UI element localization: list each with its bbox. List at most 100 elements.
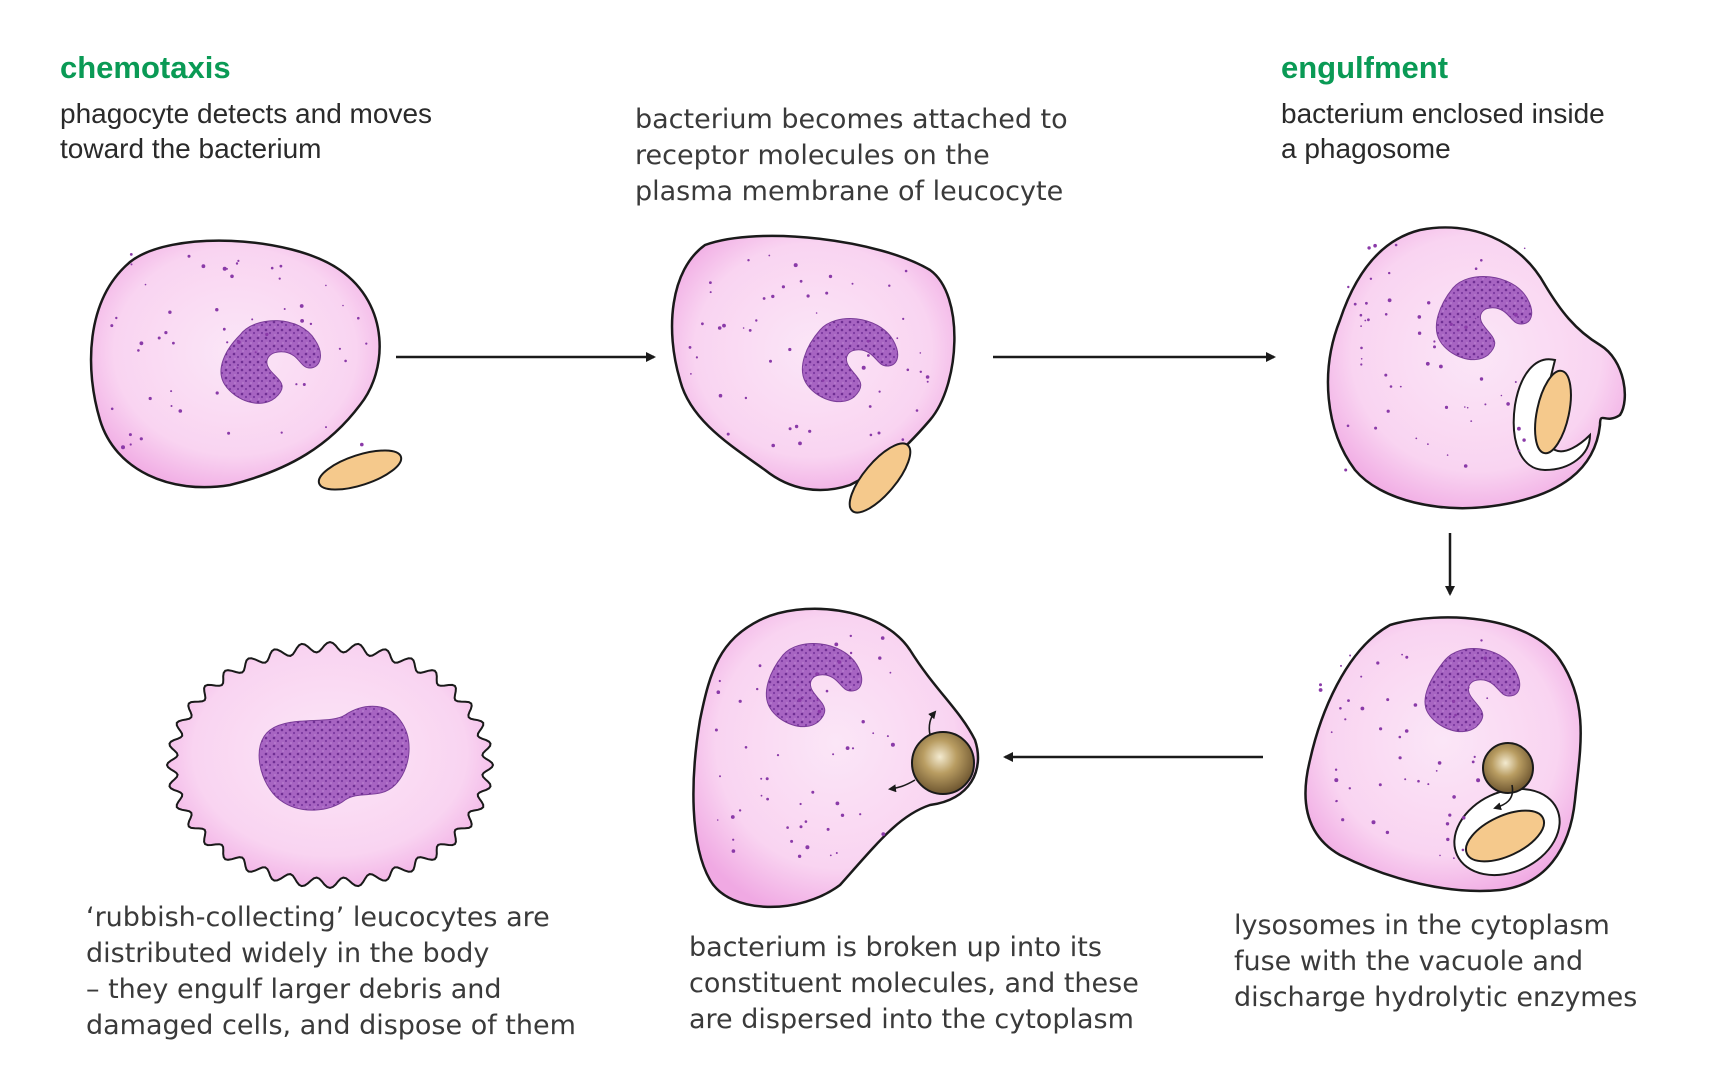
nucleus xyxy=(1435,276,1533,361)
granule xyxy=(1474,267,1478,271)
granule xyxy=(139,437,143,441)
granule xyxy=(825,689,829,693)
granule xyxy=(1344,718,1347,721)
bacterium xyxy=(1465,809,1545,863)
granule xyxy=(110,324,114,328)
granule xyxy=(279,264,283,268)
nucleus xyxy=(258,705,410,811)
granule xyxy=(237,259,240,262)
granule xyxy=(129,253,133,256)
granule xyxy=(1475,675,1478,678)
granule xyxy=(1344,468,1348,472)
granule xyxy=(110,407,114,411)
granule xyxy=(1480,639,1483,642)
digested-bacterium xyxy=(911,731,975,795)
granule xyxy=(1353,302,1357,306)
heading-engulfment: engulfment xyxy=(1281,50,1449,85)
granule xyxy=(861,365,866,370)
granule xyxy=(1404,778,1407,781)
granule xyxy=(808,429,812,433)
granule xyxy=(1453,857,1455,859)
granule xyxy=(1484,403,1487,406)
granule xyxy=(254,351,257,354)
granule xyxy=(1437,761,1442,765)
granule xyxy=(1470,420,1473,422)
phagocyte-engulfment xyxy=(1326,226,1627,510)
enzyme-arrow xyxy=(1493,784,1514,811)
granule xyxy=(1448,716,1452,719)
granule xyxy=(1348,787,1352,790)
granule xyxy=(790,839,794,843)
granule xyxy=(148,396,152,401)
granule xyxy=(901,438,905,441)
granule xyxy=(798,441,802,446)
granule xyxy=(788,427,792,431)
granule xyxy=(760,794,763,797)
text-digestion: bacterium is broken up into its constitu… xyxy=(689,932,1139,1035)
granule xyxy=(811,790,815,794)
granule xyxy=(851,282,854,285)
granule xyxy=(1360,358,1363,360)
granule xyxy=(847,347,850,350)
bacterium xyxy=(1534,369,1572,455)
granule xyxy=(861,720,865,724)
granule xyxy=(826,827,830,831)
granule xyxy=(805,845,810,850)
granule xyxy=(1347,285,1350,289)
granule xyxy=(137,349,140,352)
granule xyxy=(815,672,819,676)
granule xyxy=(828,274,833,279)
dispersal-arrow xyxy=(928,710,937,736)
granule xyxy=(1471,760,1475,764)
granule xyxy=(1373,243,1377,248)
granule xyxy=(360,442,364,447)
granule xyxy=(1427,443,1429,445)
granule xyxy=(1347,699,1350,702)
granule xyxy=(1386,698,1390,702)
lysosome xyxy=(1482,742,1534,794)
granule xyxy=(130,263,133,266)
granule xyxy=(1500,394,1503,397)
granule xyxy=(849,651,853,655)
granule xyxy=(144,283,147,286)
granule xyxy=(835,325,838,328)
granule xyxy=(1449,322,1453,326)
granule xyxy=(1445,822,1450,826)
granule xyxy=(1388,271,1391,275)
granule xyxy=(1360,675,1363,678)
granule xyxy=(299,304,304,308)
granule xyxy=(1415,437,1418,440)
granule xyxy=(338,347,341,350)
granule xyxy=(869,433,873,437)
granule xyxy=(1385,830,1390,835)
granule xyxy=(904,269,908,273)
granule xyxy=(1349,654,1352,657)
granule xyxy=(872,732,875,735)
granule xyxy=(237,340,241,345)
granule xyxy=(1384,373,1388,377)
granule xyxy=(236,366,239,369)
granule xyxy=(226,341,229,344)
granule xyxy=(325,426,327,429)
granule xyxy=(1427,301,1431,305)
granule xyxy=(1359,313,1363,317)
granule xyxy=(878,390,881,393)
nucleus xyxy=(765,643,863,728)
granule xyxy=(1399,385,1402,388)
granule xyxy=(758,664,762,668)
granule xyxy=(1339,707,1342,710)
granule xyxy=(771,443,775,448)
granule xyxy=(747,259,750,262)
granule xyxy=(748,329,752,332)
granule xyxy=(835,852,838,854)
granule xyxy=(1467,686,1470,689)
granule xyxy=(797,698,802,702)
phagocyte-attachment xyxy=(670,234,956,492)
granule xyxy=(251,318,254,321)
granule xyxy=(227,431,231,435)
granule xyxy=(829,854,832,857)
bacterium xyxy=(317,449,403,491)
granule xyxy=(1364,319,1367,322)
granule xyxy=(925,375,930,379)
granule xyxy=(714,728,718,732)
